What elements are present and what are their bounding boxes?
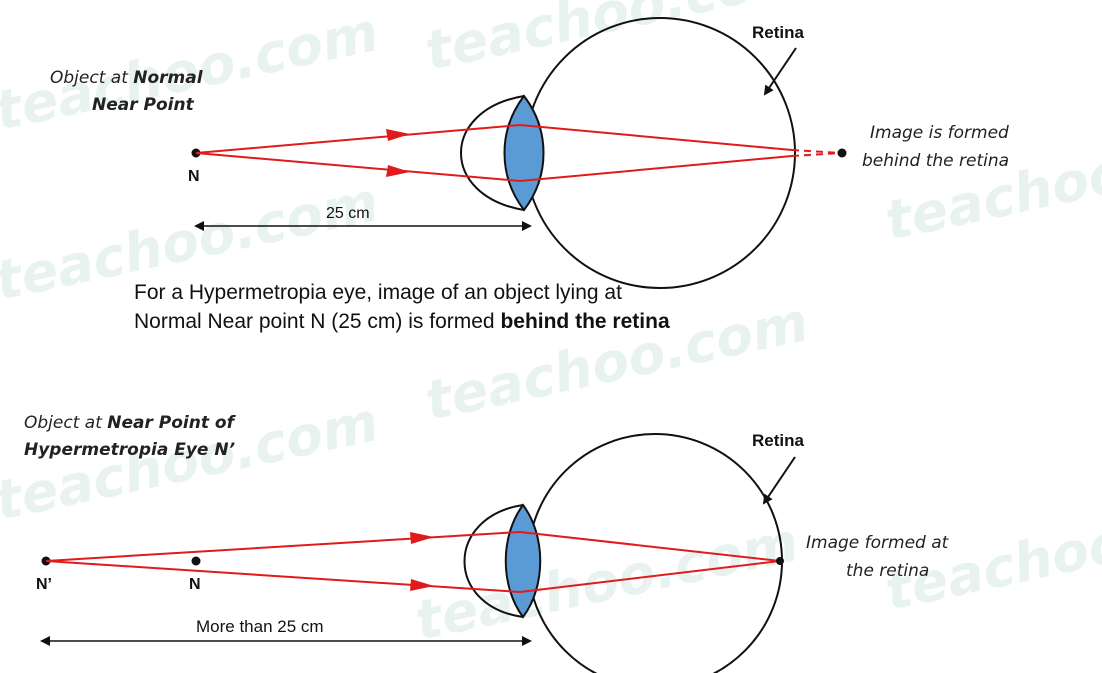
incident-ray-lower (45, 560, 521, 593)
ray-arrowhead-upper (386, 129, 410, 141)
refracted-ray-upper (519, 124, 793, 151)
extended-ray-lower (791, 152, 841, 157)
eye-lens (503, 94, 545, 212)
image-point-on-retina (776, 557, 784, 565)
watermark-text: teachoo.com (0, 390, 384, 533)
point-n-prime-label: N’ (36, 576, 52, 593)
ray-arrowhead-upper (410, 532, 434, 544)
point-n-label: N (189, 576, 201, 593)
bottom-object-label-line2: Hypermetropia Eye N’ (24, 440, 235, 460)
bottom-object-label-line1: Object at Near Point of (24, 413, 237, 433)
top-image-label-line1: Image is formed (870, 123, 1009, 143)
incident-ray-upper (195, 124, 521, 154)
top-retina-label: Retina (752, 23, 805, 42)
ray-arrowhead-lower (410, 579, 434, 591)
incident-ray-lower (195, 152, 521, 182)
image-point (837, 148, 847, 158)
caption-line1: For a Hypermetropia eye, image of an obj… (134, 281, 622, 304)
eyeball-outline (524, 17, 796, 289)
cornea-outline (463, 504, 524, 618)
object-point-n (191, 556, 201, 566)
retina-pointer-arrow (763, 47, 797, 96)
incident-ray-upper (45, 531, 521, 562)
retina-pointer-arrow (762, 456, 796, 505)
refracted-ray-lower (519, 155, 793, 182)
refracted-ray-lower (519, 560, 781, 593)
caption: For a Hypermetropia eye, image of an obj… (134, 281, 670, 333)
top-diagram: Object at Normal Near Point N Retina Ima… (50, 17, 1009, 289)
refracted-ray-upper (519, 531, 781, 562)
distance-label-25cm: 25 cm (326, 205, 370, 222)
bottom-retina-label: Retina (752, 431, 805, 450)
distance-label-more-than-25cm: More than 25 cm (196, 617, 324, 636)
bottom-image-label-line2: the retina (846, 561, 929, 581)
bottom-diagram: Object at Near Point of Hypermetropia Ey… (24, 413, 950, 673)
caption-line2: Normal Near point N (25 cm) is formed be… (134, 310, 670, 333)
ray-arrowhead-lower (386, 165, 410, 177)
top-object-label-line2: Near Point (92, 95, 195, 115)
point-n-label: N (188, 168, 200, 185)
top-object-label-line1: Object at Normal (50, 68, 204, 88)
top-image-label-line2: behind the retina (862, 151, 1009, 171)
bottom-image-label-line1: Image formed at (806, 533, 950, 553)
cornea-outline (460, 95, 525, 211)
